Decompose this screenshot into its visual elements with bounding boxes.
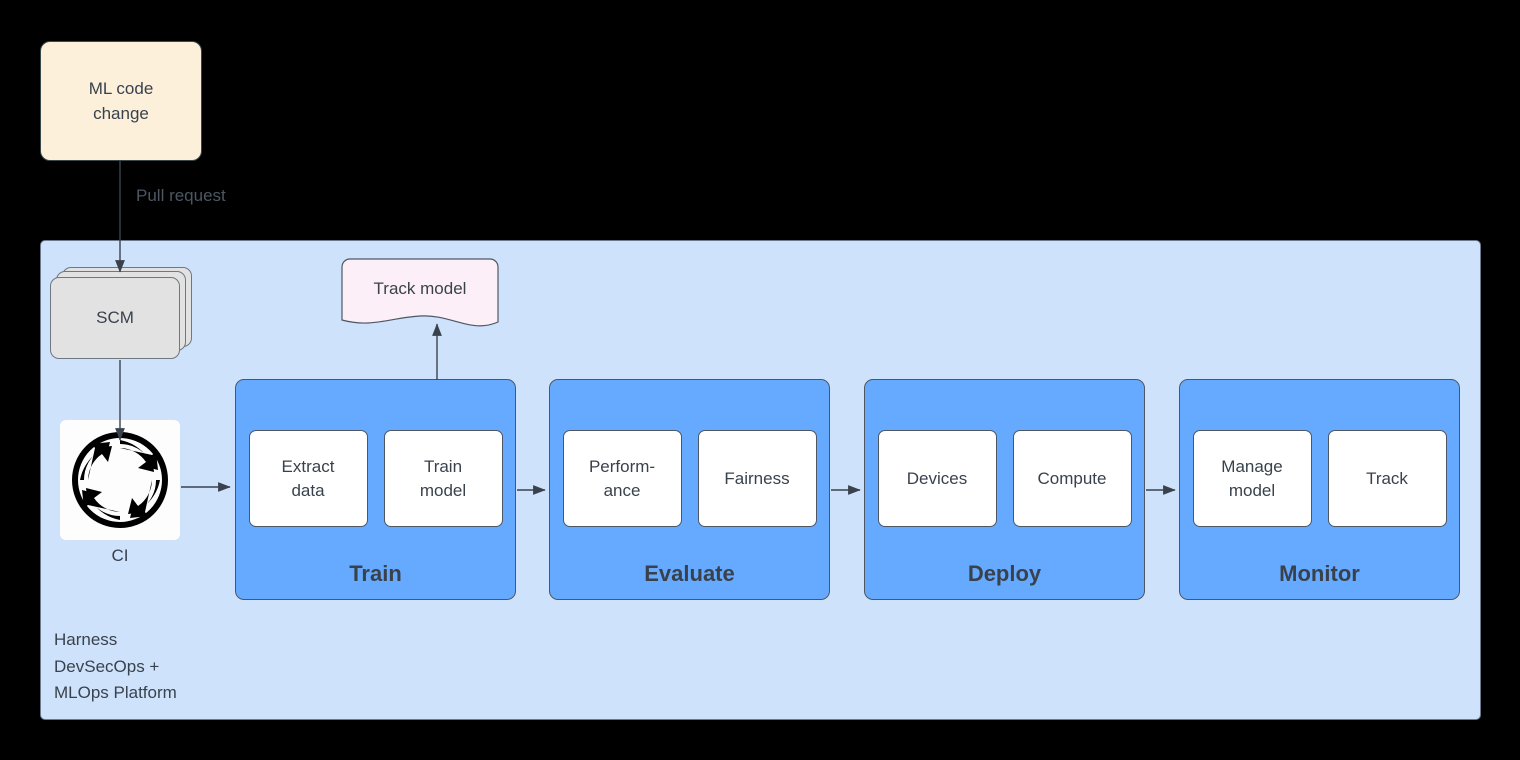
stage-train[interactable]: Extract data Train model Train	[235, 379, 516, 600]
track-model-note-shape	[341, 258, 499, 327]
ci-label: CI	[111, 546, 129, 565]
scm-node[interactable]: SCM	[50, 267, 192, 359]
stage-train-title: Train	[349, 561, 402, 586]
stage-deploy-substeps: Devices Compute	[865, 430, 1144, 527]
substep-manage-model[interactable]: Manage model	[1192, 430, 1312, 527]
stage-monitor-substeps: Manage model Track	[1180, 430, 1459, 527]
ml-code-change-box[interactable]: ML code change	[40, 41, 202, 161]
platform-caption: Harness DevSecOps + MLOps Platform	[54, 630, 177, 702]
scm-label: SCM	[96, 308, 134, 327]
track-model-note[interactable]: Track model	[341, 258, 499, 334]
stage-monitor[interactable]: Manage model Track Monitor	[1179, 379, 1460, 600]
scm-stack-layer-front: SCM	[50, 277, 180, 359]
stage-evaluate-title: Evaluate	[644, 561, 735, 586]
substep-devices[interactable]: Devices	[877, 430, 997, 527]
stage-evaluate-substeps: Perform- ance Fairness	[550, 430, 829, 527]
continuous-integration-cycle-icon	[72, 432, 168, 528]
pull-request-edge-label: Pull request	[136, 186, 226, 205]
stage-deploy[interactable]: Devices Compute Deploy	[864, 379, 1145, 600]
ml-code-change-label: ML code change	[88, 79, 154, 123]
substep-performance[interactable]: Perform- ance	[562, 430, 682, 527]
substep-extract-data[interactable]: Extract data	[248, 430, 368, 527]
substep-compute[interactable]: Compute	[1012, 430, 1132, 527]
stage-deploy-title: Deploy	[967, 561, 1042, 586]
stage-monitor-title: Monitor	[1279, 561, 1360, 586]
stage-evaluate[interactable]: Perform- ance Fairness Evaluate	[549, 379, 830, 600]
substep-train-model[interactable]: Train model	[383, 430, 503, 527]
track-model-note-label: Track model	[373, 279, 467, 298]
ci-icon[interactable]	[60, 420, 180, 540]
stage-train-substeps: Extract data Train model	[236, 430, 515, 527]
substep-fairness[interactable]: Fairness	[697, 430, 817, 527]
substep-track[interactable]: Track	[1327, 430, 1447, 527]
